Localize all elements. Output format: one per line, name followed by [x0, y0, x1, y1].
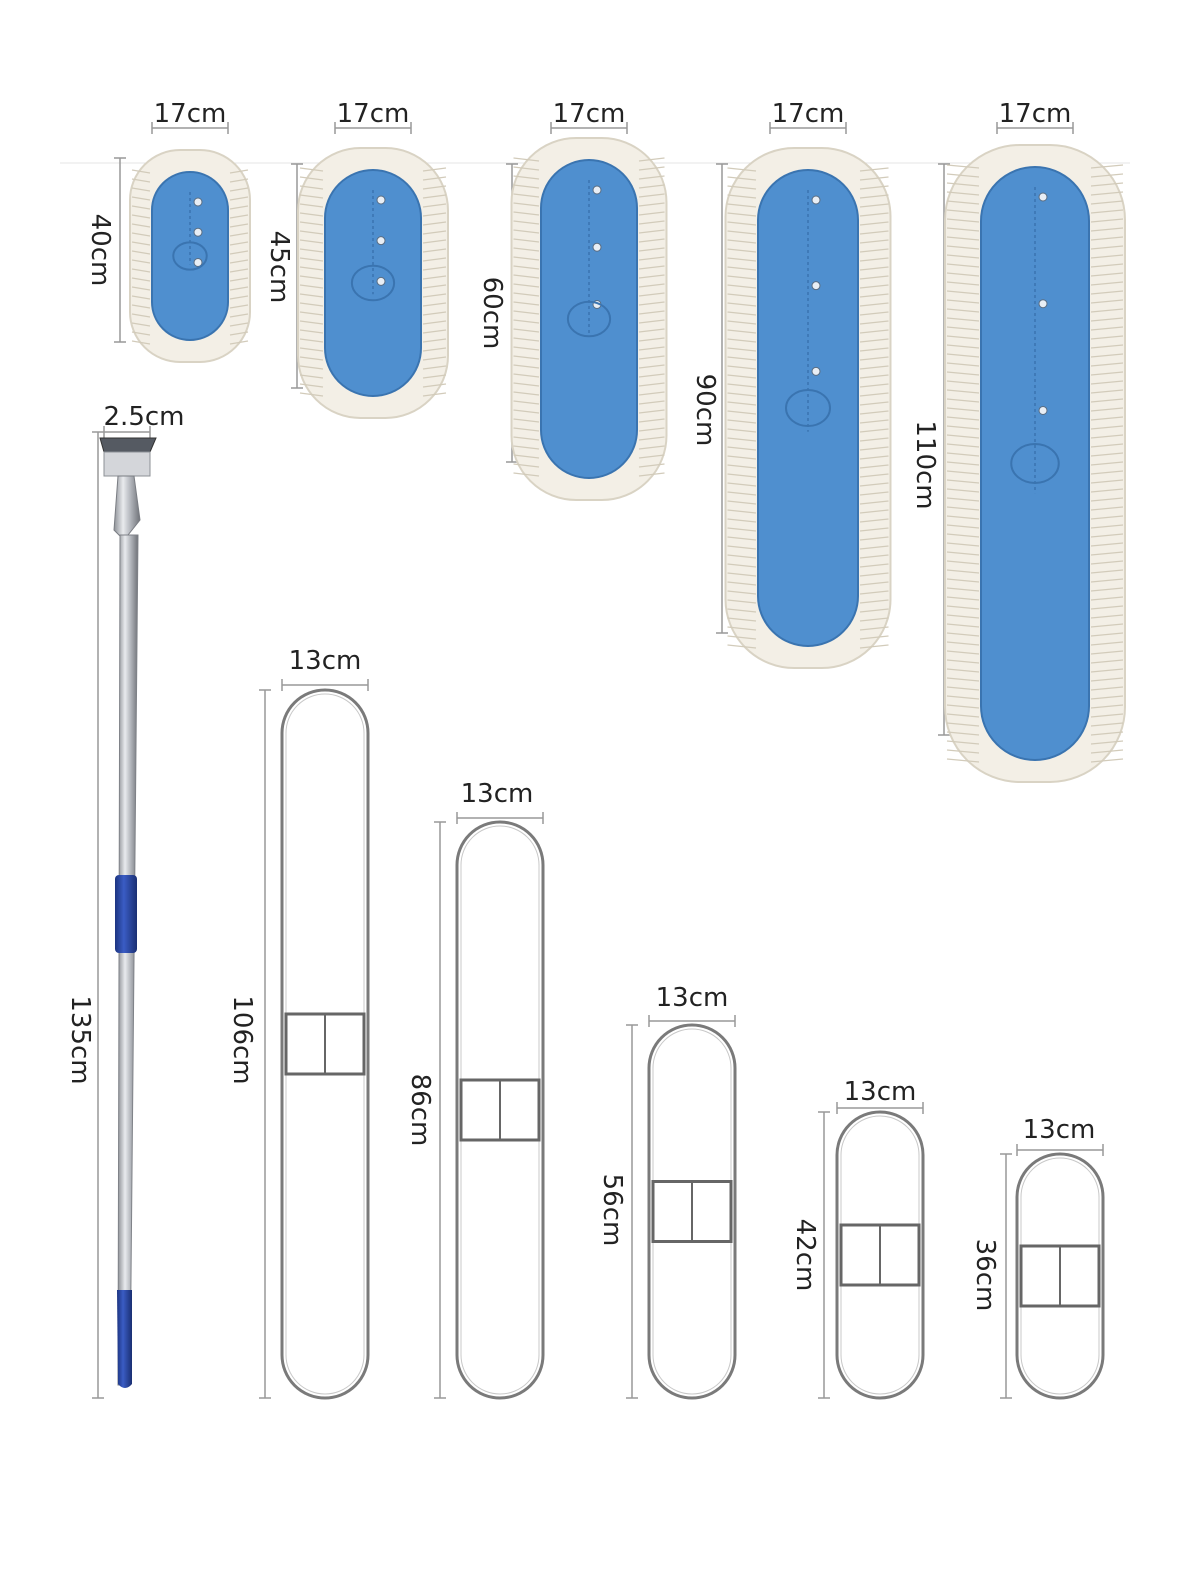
- pad-5-snap: [1038, 299, 1048, 309]
- frame-4-length-dimension: [818, 1111, 830, 1399]
- mop-frame-3: [647, 1023, 737, 1400]
- frame-1-width-dimension: [281, 679, 369, 691]
- mop-pad-1: [129, 149, 251, 363]
- handle-head-plate: [99, 437, 157, 453]
- pad-2-snap: [376, 236, 386, 246]
- pad-1-loop: [172, 241, 208, 271]
- pad-1-cover: [151, 171, 229, 341]
- pad-4-width-label: 17cm: [771, 99, 845, 129]
- frame-2-length-dimension: [434, 821, 446, 1399]
- frame-1-length-dimension: [259, 689, 271, 1399]
- pad-1-snap: [193, 227, 203, 237]
- handle-swivel-joint: [113, 475, 141, 541]
- pad-4-length-label: 90cm: [690, 373, 720, 447]
- frame-2-width-label: 13cm: [460, 779, 534, 809]
- frame-2-length-label: 86cm: [405, 1073, 435, 1147]
- mop-frame-1: [280, 688, 370, 1400]
- mop-pad-5: [944, 144, 1126, 783]
- mop-frame-2: [455, 820, 545, 1400]
- pad-2-length-label: 45cm: [264, 230, 294, 304]
- pad-1-length-dimension: [114, 157, 126, 343]
- pad-1-snap: [193, 257, 203, 267]
- pad-4-loop: [785, 389, 831, 427]
- pad-2-loop: [350, 264, 396, 302]
- frame-1-width-label: 13cm: [288, 646, 362, 676]
- pad-1-snap: [193, 197, 203, 207]
- pad-5-width-label: 17cm: [998, 99, 1072, 129]
- pad-5-snap: [1038, 192, 1048, 202]
- handle-length-dimension: [92, 431, 104, 1399]
- pad-4-snap: [811, 195, 821, 205]
- mop-pad-2: [297, 147, 449, 419]
- frame-3-length-dimension: [626, 1024, 638, 1399]
- pad-4-snap: [811, 281, 821, 291]
- frame-2-width-dimension: [456, 812, 544, 824]
- pad-2-snap: [376, 195, 386, 205]
- frame-3-width-label: 13cm: [655, 983, 729, 1013]
- mop-pad-3: [510, 137, 668, 501]
- pad-2-width-label: 17cm: [336, 99, 410, 129]
- pad-1-length-label: 40cm: [85, 213, 115, 287]
- pad-4-snap: [811, 366, 821, 376]
- pad-5-snap: [1038, 405, 1048, 415]
- mop-pad-4: [724, 147, 892, 669]
- pad-5-width-dimension: [996, 122, 1074, 134]
- frame-5-length-label: 36cm: [970, 1238, 1000, 1312]
- mop-frame-5: [1015, 1152, 1105, 1400]
- pad-3-snap: [592, 185, 602, 195]
- frame-3-width-dimension: [648, 1015, 736, 1027]
- mop-frame-4: [835, 1110, 925, 1400]
- pad-4-width-dimension: [769, 122, 847, 134]
- pad-3-loop: [566, 300, 612, 338]
- pad-2-snap: [376, 276, 386, 286]
- pad-5-loop: [1010, 443, 1060, 484]
- mop-handle: [99, 437, 157, 1388]
- pad-2-width-dimension: [334, 122, 412, 134]
- frame-4-length-label: 42cm: [790, 1218, 820, 1292]
- pad-3-width-dimension: [550, 122, 628, 134]
- pad-1-width-label: 17cm: [153, 99, 227, 129]
- frame-4-width-label: 13cm: [843, 1077, 917, 1107]
- frame-1-length-label: 106cm: [227, 995, 257, 1085]
- pad-3-width-label: 17cm: [552, 99, 626, 129]
- handle-grip-middle: [115, 875, 137, 953]
- pad-5-length-label: 110cm: [910, 420, 940, 510]
- handle-width-label: 2.5cm: [103, 402, 185, 432]
- pad-3-length-label: 60cm: [477, 276, 507, 350]
- mop-frames: [280, 688, 1105, 1400]
- frame-5-width-label: 13cm: [1022, 1115, 1096, 1145]
- frame-5-length-dimension: [1000, 1153, 1012, 1399]
- frame-5-width-dimension: [1016, 1144, 1104, 1156]
- pad-1-width-dimension: [151, 122, 229, 134]
- frame-4-width-dimension: [836, 1102, 924, 1114]
- handle-pole: [117, 534, 139, 1386]
- pad-3-snap: [592, 242, 602, 252]
- mop-pads: [129, 137, 1126, 783]
- handle-grip-end: [117, 1290, 132, 1388]
- pad-4-length-dimension: [716, 163, 728, 634]
- handle-length-label: 135cm: [65, 995, 95, 1085]
- handle-head-bracket: [103, 451, 151, 477]
- frame-3-length-label: 56cm: [597, 1173, 627, 1247]
